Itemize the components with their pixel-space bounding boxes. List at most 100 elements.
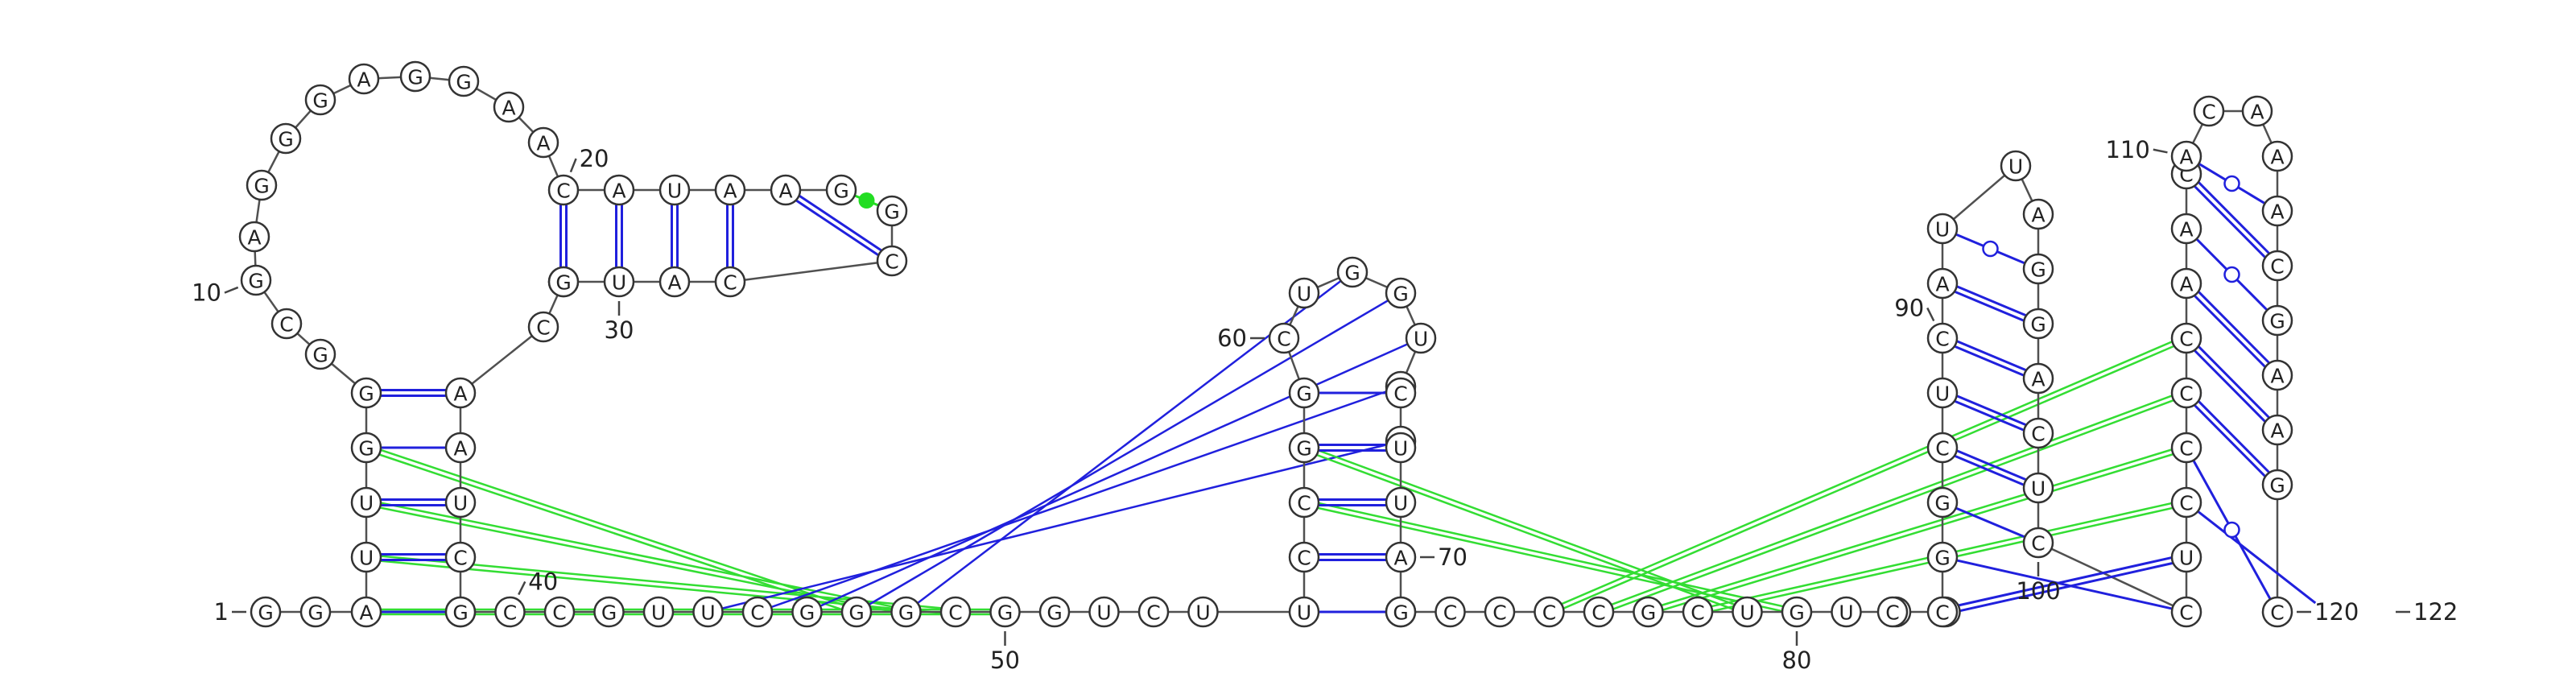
nucleotide-53: C	[1137, 596, 1170, 628]
pair-h5-2	[2194, 404, 2266, 477]
pair-h5-5-marker	[2223, 266, 2240, 283]
nucleotide-84: C	[1876, 596, 1909, 628]
nucleotide-letter: A	[612, 180, 625, 203]
nucleotide-letter: A	[667, 271, 681, 295]
pair-h4-3	[1956, 449, 2027, 481]
nucleotide-56: C	[1288, 541, 1320, 573]
number-tick-40	[518, 581, 526, 596]
nucleotide-59: G	[1288, 377, 1320, 409]
nucleotide-letter: U	[1935, 218, 1950, 242]
nucleotide-letter: G	[2269, 474, 2285, 498]
nucleotide-19: A	[527, 126, 559, 159]
nucleotide-112: A	[2241, 95, 2273, 127]
number-label-80: 80	[1782, 647, 1812, 674]
nucleotide-letter: A	[2270, 146, 2284, 169]
pair-h4-6	[1954, 290, 2025, 322]
nucleotide-103: C	[2170, 486, 2202, 519]
nucleotide-34: A	[444, 377, 477, 409]
nucleotide-46: G	[791, 596, 823, 628]
nucleotide-letter: C	[1277, 328, 1290, 351]
nucleotide-99: U	[2022, 472, 2054, 504]
nucleotide-104: C	[2170, 432, 2202, 464]
pair-h4-0	[1957, 561, 2174, 613]
nucleotide-letter: G	[555, 271, 571, 295]
nucleotide-letter: C	[750, 601, 764, 625]
nucleotide-letter: C	[2202, 101, 2215, 124]
nucleotide-114: A	[2261, 195, 2293, 227]
nucleotide-79: U	[1732, 596, 1763, 628]
nucleotide-letter: C	[556, 180, 570, 203]
number-label-70: 70	[1438, 543, 1468, 571]
base-pairs	[381, 162, 2317, 614]
nucleotide-letter: U	[1393, 492, 1408, 515]
nucleotide-25: G	[825, 174, 857, 206]
nucleotide-letter: C	[2179, 601, 2193, 625]
nucleotide-1: G	[250, 596, 282, 628]
nucleotide-letter: G	[1393, 283, 1408, 306]
nucleotide-letter: G	[2269, 310, 2285, 333]
nucleotide-letter: U	[1096, 601, 1111, 625]
pair-h5-4	[2198, 291, 2270, 364]
nucleotide-letter: C	[723, 271, 737, 295]
nucleotide-102: U	[2170, 541, 2202, 573]
nucleotide-letter: U	[651, 601, 666, 625]
nucleotide-16: G	[399, 60, 431, 93]
nucleotide-letter: U	[1839, 601, 1853, 625]
nucleotide-37: C	[444, 541, 477, 573]
backbone	[253, 75, 2279, 614]
nucleotide-letter: C	[2270, 255, 2284, 279]
nucleotide-85: C	[1926, 596, 1959, 628]
nucleotide-77: G	[1633, 596, 1664, 628]
backbone-path	[253, 75, 2279, 614]
nucleotide-letter: C	[1935, 601, 1949, 625]
nucleotide-29: A	[658, 266, 691, 298]
nucleotide-letter: A	[723, 180, 737, 203]
pair-h4-0	[1955, 556, 2172, 608]
nucleotide-letter: C	[279, 313, 293, 337]
nucleotide-48: G	[890, 596, 922, 628]
nucleotide-letter: G	[1934, 492, 1950, 515]
nucleotide-42: G	[593, 596, 625, 628]
nucleotide-108: A	[2170, 213, 2202, 245]
pair-h4-1	[1956, 559, 2173, 610]
nucleotide-letter: C	[2031, 532, 2045, 556]
nucleotide-32: G	[547, 266, 580, 298]
number-label-30: 30	[605, 316, 634, 344]
nucleotide-letter: G	[407, 66, 423, 89]
pair-h2-4	[795, 199, 879, 257]
nucleotide-2: G	[299, 596, 332, 628]
pair-h4-7-marker	[1982, 240, 1999, 258]
nucleotide-letter: U	[1740, 601, 1754, 625]
nucleotide-letter: U	[2031, 477, 2046, 501]
nucleotide-letter: A	[1935, 273, 1949, 296]
pair-h4-2	[1955, 506, 2025, 539]
nucleotide-letter: A	[359, 601, 373, 625]
nucleotide-letter: C	[2031, 423, 2045, 446]
nucleotide-96: G	[2022, 308, 2054, 340]
nucleotide-63: G	[1385, 277, 1417, 309]
nucleotide-letter: G	[312, 89, 328, 113]
nucleotide-letter: U	[1195, 601, 1210, 625]
nucleotide-letter: A	[2250, 101, 2264, 124]
nucleotide-letter: C	[1297, 492, 1311, 515]
nucleotide-91: A	[1926, 267, 1959, 300]
nucleotide-letter: U	[2179, 547, 2194, 570]
nucleotide-letter: C	[536, 316, 550, 340]
nucleotide-75: C	[1534, 596, 1565, 628]
nucleotide-70: A	[1385, 541, 1417, 573]
nucleotide-78: C	[1682, 596, 1714, 628]
nucleotide-letter: G	[799, 601, 815, 625]
nucleotide-115: C	[2261, 250, 2293, 282]
pair-h4-5	[1954, 345, 2025, 377]
pair-h5-1-marker	[2223, 521, 2240, 539]
nucleotide-8: G	[304, 338, 336, 370]
nucleotide-letter: C	[1690, 601, 1704, 625]
nucleotide-98: C	[2022, 417, 2054, 449]
nucleotide-88: C	[1926, 432, 1959, 464]
pseudoknot-green-left-3	[366, 444, 858, 611]
nucleotide-39: G	[444, 596, 477, 628]
nucleotide-52: U	[1088, 596, 1120, 628]
nucleotide-letter: G	[1641, 601, 1656, 625]
nucleotide-117: A	[2261, 359, 2293, 391]
